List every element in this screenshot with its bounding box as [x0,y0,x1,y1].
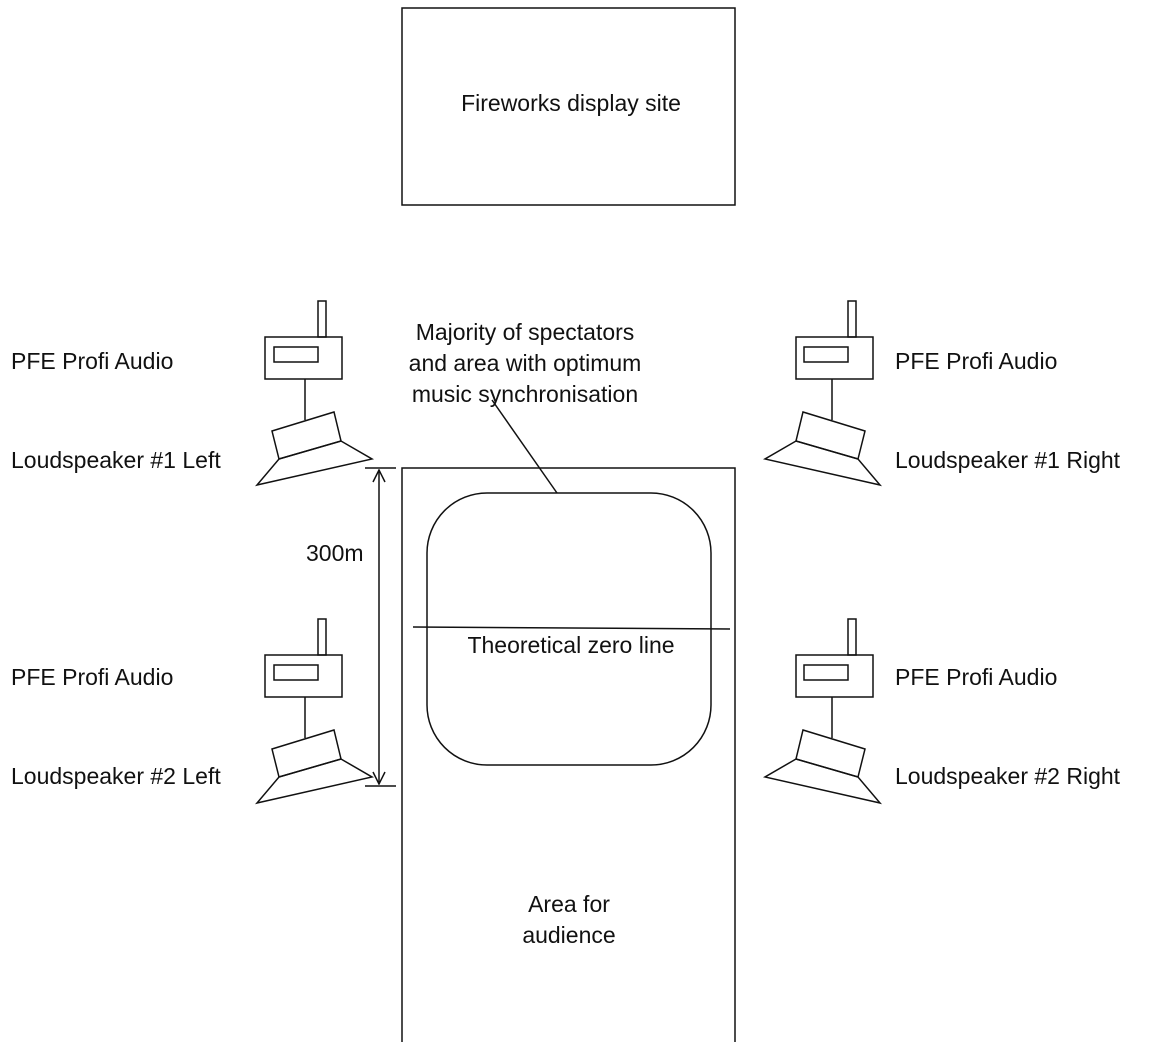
loudspeaker-label: Loudspeaker #1 Left [11,447,221,473]
radio-receiver-icon [264,618,343,738]
distance-label: 300m [306,540,364,566]
radio-receiver-icon [264,300,343,420]
receiver-label: PFE Profi Audio [11,664,173,690]
receiver-label: PFE Profi Audio [11,348,173,374]
audience-area: Area for audience [401,467,736,1042]
spectator-zone-label-line-1: Majority of spectators [416,319,635,345]
audience-label-line-2: audience [522,922,615,948]
audience-label-line-1: Area for [528,891,610,917]
spectator-zone-leader-line [491,399,558,494]
loudspeaker-label: Loudspeaker #1 Right [895,447,1121,473]
zero-line-label: Theoretical zero line [467,632,674,658]
device-right-1: PFE Profi Audio Loudspeaker #1 Right [762,300,1121,487]
loudspeaker-label: Loudspeaker #2 Left [11,763,221,789]
device-left-2: PFE Profi Audio Loudspeaker #2 Left [11,618,375,805]
theoretical-zero-line [412,626,731,630]
loudspeaker-icon [762,411,883,487]
device-left-1: PFE Profi Audio Loudspeaker #1 Left [11,300,375,487]
spectator-zone: Majority of spectators and area with opt… [409,319,731,766]
distance-dimension: 300m [306,467,396,787]
fireworks-display-site: Fireworks display site [401,7,736,206]
radio-receiver-icon [795,618,874,738]
loudspeaker-icon [254,411,375,487]
loudspeaker-icon [254,729,375,805]
spectator-zone-label-line-2: and area with optimum [409,350,642,376]
loudspeaker-icon [762,729,883,805]
display-site-label: Fireworks display site [461,90,681,116]
device-right-2: PFE Profi Audio Loudspeaker #2 Right [762,618,1121,805]
radio-receiver-icon [795,300,874,420]
loudspeaker-label: Loudspeaker #2 Right [895,763,1121,789]
spectator-zone-label-line-3: music synchronisation [412,381,638,407]
receiver-label: PFE Profi Audio [895,348,1057,374]
receiver-label: PFE Profi Audio [895,664,1057,690]
